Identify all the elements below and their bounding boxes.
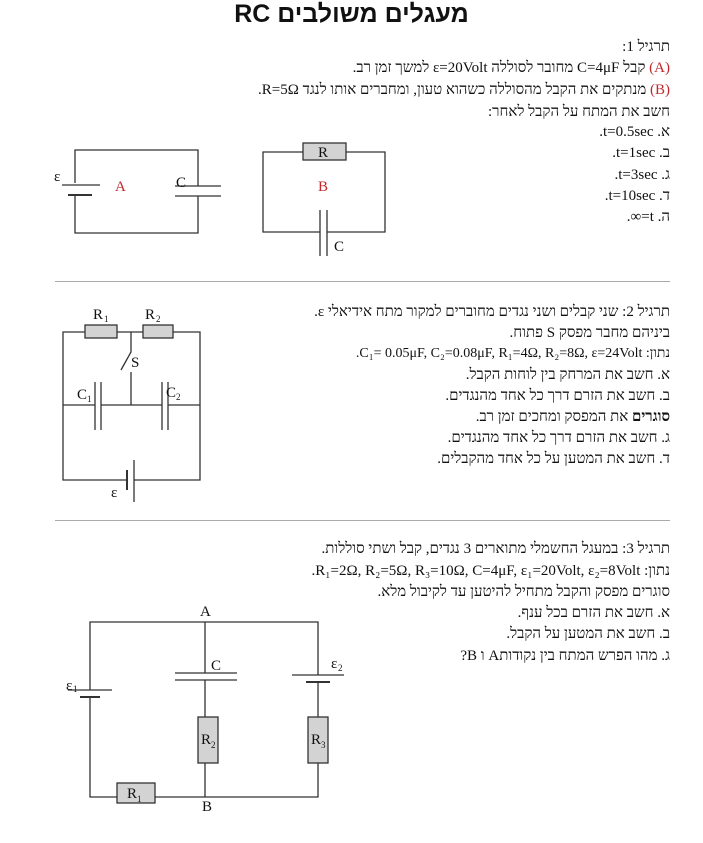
tag-a: (A): [649, 60, 670, 76]
ex2-given: נתון: C₁= 0.05μF, C₂=0.08μF, R₁=4Ω, R₂=8…: [355, 346, 670, 361]
switch-icon: [120, 332, 132, 405]
ex1-line-a-text: קבל C=4μF מחובר לסוללה ε=20Volt למשך זמן…: [352, 60, 646, 76]
node-b-label: B: [202, 799, 212, 815]
r3-sub: 3: [321, 740, 326, 750]
cap-label: C: [176, 175, 186, 191]
ex1-item: ה. t=∞.: [626, 209, 670, 225]
divider: [55, 520, 670, 521]
ex1-item: ד. t=10sec.: [604, 188, 670, 204]
c2-sub: 2: [176, 392, 181, 402]
ex3-line: א. חשב את הזרם בכל ענף.: [517, 605, 670, 621]
resistor-r1-icon: [84, 324, 118, 339]
r1-label: R: [93, 307, 103, 323]
resistor-icon: [302, 142, 347, 161]
e2-label: ε: [331, 656, 337, 672]
ex3-line: תרגיל 3: במעגל החשמלי מתוארים 3 נגדים, ק…: [321, 541, 670, 557]
r2-sub: 2: [211, 740, 216, 750]
ex1-line-a: (A) קבל C=4μF מחובר לסוללה ε=20Volt למשך…: [353, 58, 670, 78]
cap-label: C: [334, 239, 344, 255]
ex2-line: א. חשב את המרחק בין לוחות הקבל.: [465, 367, 670, 383]
ex2-line: ביניהם מחבר מפסק S פתוח.: [509, 325, 670, 341]
ex1-item: א. t=0.5sec.: [599, 124, 670, 140]
ex3-line: ג. מהו הפרש המתח בין נקודותA ו B?: [460, 648, 670, 664]
resistor-r2-icon: [142, 324, 174, 339]
ex2-line: ד. חשב את המטען על כל אחד מהקבלים.: [437, 451, 670, 467]
ex3-given: נתון: R₁=2Ω, R₂=5Ω, R₃=10Ω, C=4μF, ε₁=20…: [311, 563, 670, 579]
c1-label: C: [77, 387, 87, 403]
c1-sub: 1: [87, 394, 92, 404]
ex1-line-b-text: מנתקים את הקבל מהסוללה כשהוא טעון, ומחבר…: [258, 82, 647, 98]
circuit-1a: ε A C: [54, 149, 221, 234]
resistor-r3-icon: [307, 716, 329, 764]
r2-sub: 2: [156, 314, 161, 324]
ex1-line-b: (B) מנתקים את הקבל מהסוללה כשהוא טעון, ו…: [258, 80, 670, 100]
close-bold: סוגרים: [632, 409, 670, 425]
tag-b: (B): [649, 82, 670, 98]
ex1-item: ג. t=3sec.: [614, 167, 670, 183]
ex2-close-line: סוגרים את המפסק ומחכים זמן רב.: [476, 407, 670, 427]
circuit-a-label: A: [115, 179, 126, 195]
e2-sub: 2: [338, 663, 343, 673]
cap-label: C: [211, 658, 221, 674]
r1-sub: 1: [137, 794, 142, 804]
e1-label: ε: [66, 678, 72, 694]
eps-label: ε: [54, 169, 60, 185]
resistor-r2-icon: [197, 716, 219, 764]
ex2-line: ב. חשב את הזרם דרך כל אחד מהנגדים.: [445, 388, 670, 404]
ex1-item: ב. t=1sec.: [612, 145, 670, 161]
r1-sub: 1: [104, 314, 109, 324]
r1-label: R: [127, 786, 137, 802]
eps-label: ε: [111, 485, 117, 501]
node-a-label: A: [200, 604, 211, 620]
ex2-line: תרגיל 2: שני קבלים ושני נגדים מחוברים למ…: [314, 304, 670, 320]
ex2-line: ג. חשב את הזרם דרך כל אחד מהנגדים.: [447, 430, 670, 446]
close-rest: את המפסק ומחכים זמן רב.: [475, 409, 633, 425]
c2-label: C: [166, 385, 176, 401]
ex1-question: חשב את המתח על הקבל לאחר:: [487, 104, 670, 120]
circuit-b-label: B: [318, 179, 328, 195]
page-title: מעגלים משולבים RC: [234, 0, 469, 28]
r2-label: R: [201, 732, 211, 748]
switch-label: S: [131, 355, 139, 371]
circuit-1b: R B C: [262, 142, 386, 256]
ex3-line: סוגרים מפסק והקבל מתחיל להיטען עד לקיבול…: [377, 584, 670, 600]
resistor-r1-icon: [116, 782, 156, 804]
r3-label: R: [311, 732, 321, 748]
e1-sub: 1: [73, 684, 78, 694]
r2-label: R: [145, 307, 155, 323]
ex3-line: ב. חשב את המטען על הקבל.: [506, 626, 670, 642]
divider: [55, 281, 670, 282]
res-label: R: [318, 145, 328, 161]
ex1-heading: תרגיל 1:: [622, 39, 670, 55]
